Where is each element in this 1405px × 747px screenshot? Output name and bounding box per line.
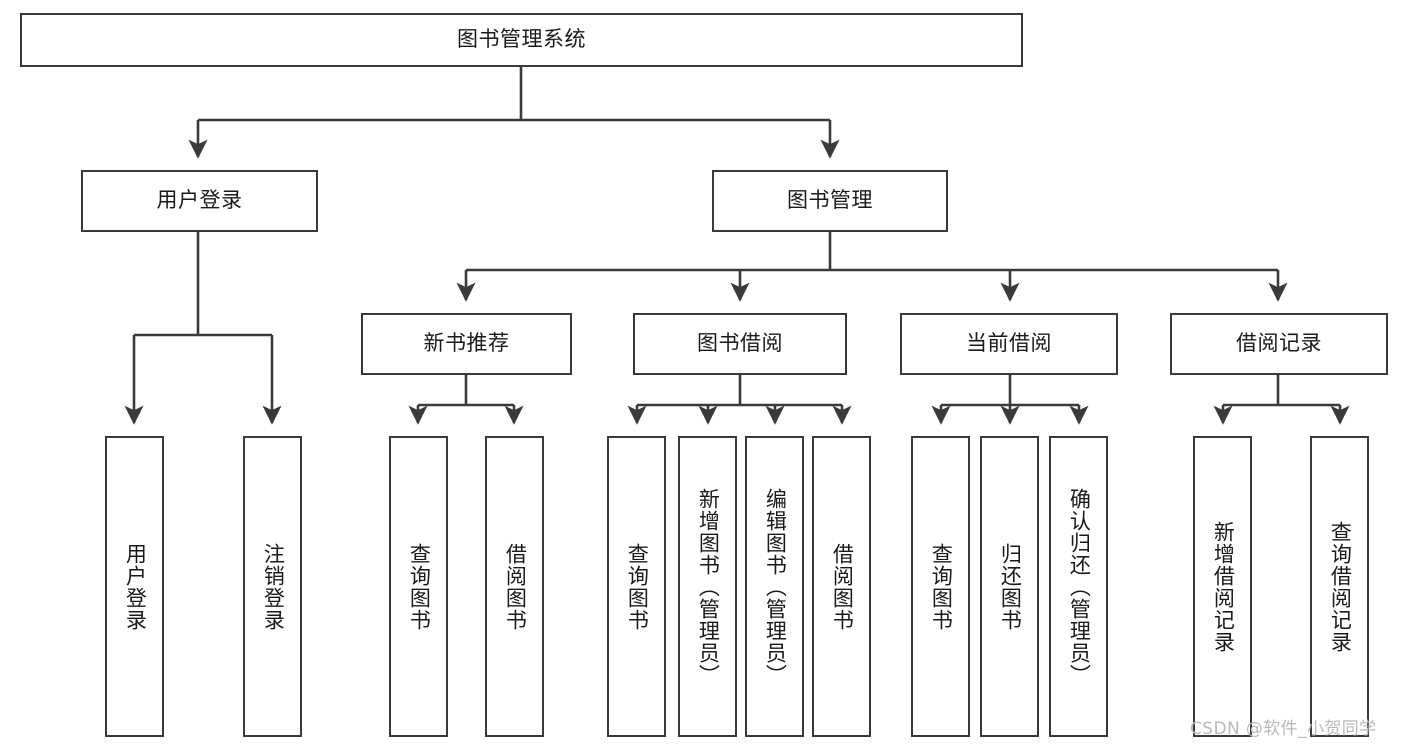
node-borrow-record[interactable]: 借阅记录 xyxy=(1170,313,1388,375)
node-root-system[interactable]: 图书管理系统 xyxy=(20,13,1023,67)
node-leaf-query-book-3[interactable]: 查询图书 xyxy=(911,436,970,737)
node-leaf-return-book[interactable]: 归还图书 xyxy=(980,436,1039,737)
node-user-login[interactable]: 用户登录 xyxy=(81,170,318,232)
node-leaf-query-book-2[interactable]: 查询图书 xyxy=(607,436,666,737)
node-leaf-confirm-return[interactable]: 确认归还（管理员） xyxy=(1049,436,1108,737)
node-leaf-borrow-book-1[interactable]: 借阅图书 xyxy=(485,436,544,737)
node-leaf-user-login[interactable]: 用户登录 xyxy=(105,436,164,737)
node-leaf-add-record[interactable]: 新增借阅记录 xyxy=(1193,436,1252,737)
node-current-borrow[interactable]: 当前借阅 xyxy=(900,313,1118,375)
node-book-management[interactable]: 图书管理 xyxy=(712,170,948,232)
node-leaf-query-book-1[interactable]: 查询图书 xyxy=(389,436,448,737)
watermark-text: CSDN @软件_小贺同学 xyxy=(1190,719,1377,739)
node-leaf-add-book[interactable]: 新增图书（管理员） xyxy=(678,436,737,737)
node-new-book-recommend[interactable]: 新书推荐 xyxy=(361,313,572,375)
node-leaf-logout-login[interactable]: 注销登录 xyxy=(243,436,302,737)
node-leaf-edit-book[interactable]: 编辑图书（管理员） xyxy=(745,436,804,737)
node-leaf-query-record[interactable]: 查询借阅记录 xyxy=(1310,436,1369,737)
node-leaf-borrow-book-2[interactable]: 借阅图书 xyxy=(812,436,871,737)
node-book-borrow[interactable]: 图书借阅 xyxy=(633,313,847,375)
